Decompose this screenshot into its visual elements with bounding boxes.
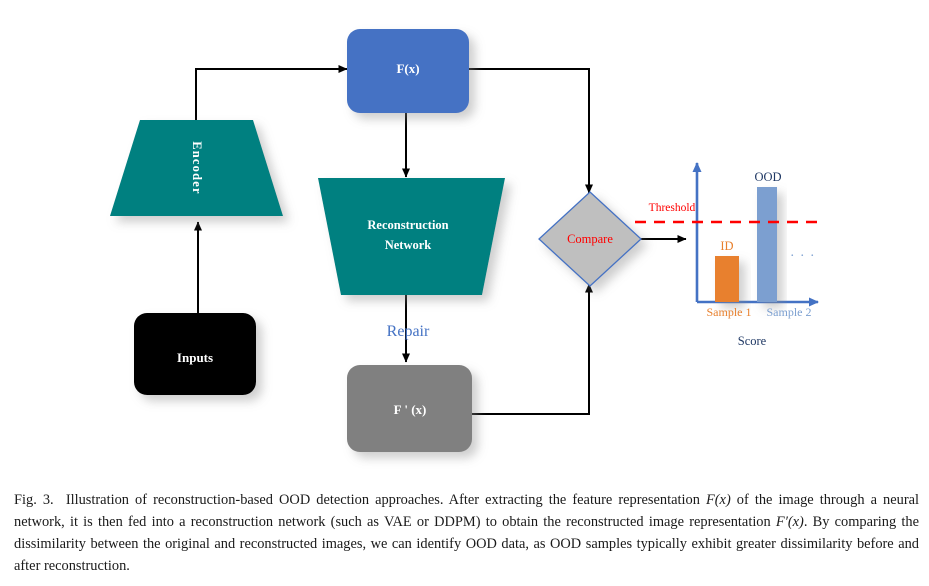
compare-diamond[interactable] [538,191,642,287]
chart-tick-label-sample-2: Sample 2 [767,305,812,319]
caption-text-1: Illustration of reconstruction-based OOD… [65,492,706,508]
score-bar-chart: ID OOD Threshold . . . Sample 1 Sample 2… [635,162,819,348]
bar-label-id: ID [720,239,733,253]
caption-text-3: . By comparing the dissimilarity between… [14,513,919,574]
encoder-trapezoid[interactable] [110,120,283,216]
reconstruction-label-line1: Reconstruction [367,218,448,232]
repair-edge-label: Repair [387,323,430,340]
caption-math-2: F′(x) [775,513,804,530]
caption-prefix: Fig. 3. [14,492,54,508]
inputs-label: Inputs [177,350,213,365]
inputs-box[interactable] [134,313,256,395]
node-inputs[interactable]: Inputs [134,313,256,395]
fx-label: F(x) [396,61,419,76]
chart-tick-label-sample-1: Sample 1 [707,305,752,319]
node-encoder[interactable]: Encoder [110,120,283,216]
fprimex-box[interactable] [347,365,472,452]
figure-diagram: Inputs Encoder F(x) Reconstruction Netwo… [110,29,819,452]
caption-text-2: of the image through a neural network, i… [14,492,919,530]
node-compare[interactable]: Compare [538,191,642,287]
reconstruction-trapezoid[interactable] [318,178,505,295]
bar-sample-1 [715,256,739,302]
ellipsis-label: . . . [791,245,816,260]
bar-label-ood: OOD [754,170,781,184]
caption-math-1: F(x) [705,492,731,508]
threshold-label: Threshold [649,202,696,214]
bar-sample-2 [757,187,777,302]
edge-fprimex-to-compare [472,283,593,415]
fprimex-label: F ' (x) [394,402,427,417]
fx-box[interactable] [347,29,469,113]
compare-label: Compare [567,232,613,246]
node-reconstruction-network[interactable]: Reconstruction Network [318,178,505,295]
encoder-label: Encoder [190,141,204,195]
node-fx[interactable]: F(x) [347,29,469,113]
chart-xlabel: Score [738,334,767,348]
figure-caption: Fig. 3. Illustration of reconstruction-b… [14,490,919,578]
node-fprimex[interactable]: F ' (x) [347,365,472,452]
reconstruction-label-line2: Network [385,238,432,252]
edge-fx-to-compare [469,68,593,194]
